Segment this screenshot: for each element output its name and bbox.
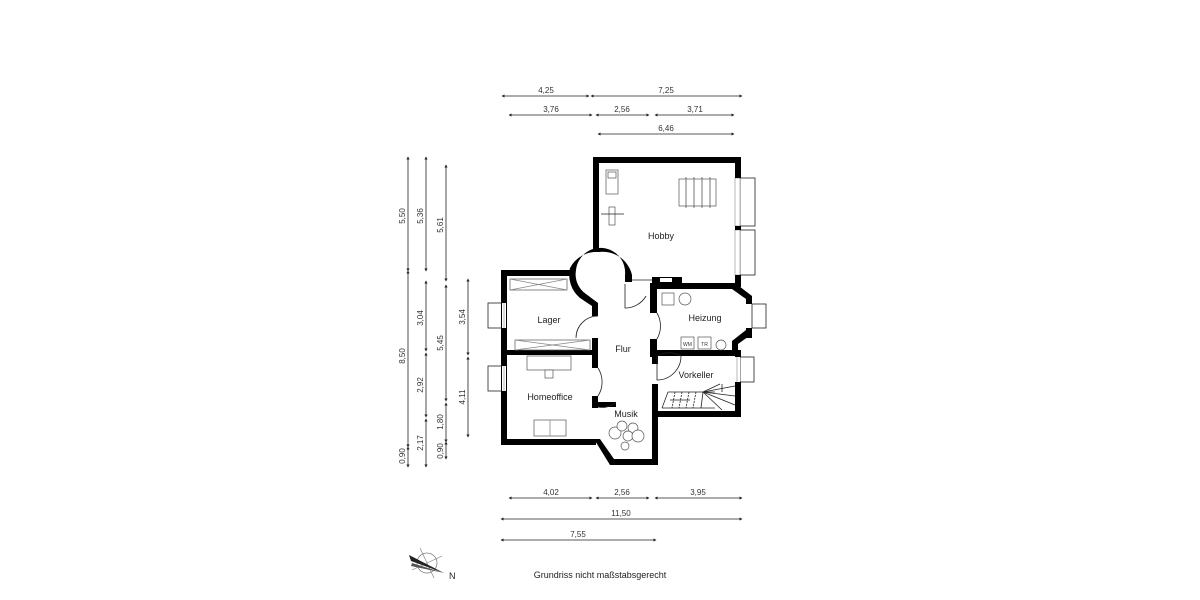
dim-top-2-2: 2,56 bbox=[614, 105, 630, 114]
dim-left-2-3: 2,92 bbox=[416, 377, 425, 393]
dim-left-3-1: 5,61 bbox=[436, 217, 445, 233]
dim-bottom-1-1: 4,02 bbox=[543, 488, 559, 497]
room-label-musik: Musik bbox=[614, 409, 638, 419]
dim-top-1-1: 4,25 bbox=[538, 86, 554, 95]
dim-left-2-1: 5,36 bbox=[416, 208, 425, 224]
dim-bottom-3-1: 7,55 bbox=[570, 530, 586, 539]
top-dimensions: 4,25 7,25 3,76 2,56 3,71 6,46 bbox=[501, 86, 743, 136]
windows bbox=[487, 177, 767, 392]
dim-bottom-1-2: 2,56 bbox=[614, 488, 630, 497]
dim-left-1-1: 5,50 bbox=[398, 208, 407, 224]
staircase bbox=[661, 383, 736, 411]
dim-top-1-2: 7,25 bbox=[658, 86, 674, 95]
dryer-label: TR bbox=[701, 342, 708, 348]
dim-left-4-2: 4,11 bbox=[458, 389, 467, 405]
dim-left-1-2: 8,50 bbox=[398, 348, 407, 364]
dim-left-4-1: 3,54 bbox=[458, 309, 467, 325]
dim-bottom-2-1: 11,50 bbox=[611, 509, 631, 518]
dim-left-3-3: 1,80 bbox=[436, 414, 445, 430]
room-labels: Hobby Lager Flur Heizung Vorkeller Homeo… bbox=[527, 231, 721, 419]
bottom-dimensions: 4,02 2,56 3,95 11,50 7,55 bbox=[500, 488, 743, 542]
dim-left-2-4: 2,17 bbox=[416, 435, 425, 451]
left-dimensions: 5,50 8,50 0,90 5,36 3,04 2,92 2,17 5,61 … bbox=[398, 156, 470, 468]
dim-top-2-1: 3,76 bbox=[543, 105, 559, 114]
compass-north-label: N bbox=[449, 571, 456, 581]
dim-left-2-2: 3,04 bbox=[416, 310, 425, 326]
room-label-heizung: Heizung bbox=[688, 313, 721, 323]
drum-kit-icon bbox=[608, 420, 645, 451]
scale-disclaimer-caption: Grundriss nicht maßstabsgerecht bbox=[534, 570, 667, 580]
dim-top-2-3: 3,71 bbox=[687, 105, 703, 114]
dim-left-3-4: 0,90 bbox=[436, 443, 445, 459]
dim-left-1-3: 0,90 bbox=[398, 448, 407, 464]
room-label-vorkeller: Vorkeller bbox=[678, 370, 713, 380]
dim-left-3-2: 5,45 bbox=[436, 335, 445, 351]
dim-top-3-1: 6,46 bbox=[658, 124, 674, 133]
room-label-flur: Flur bbox=[615, 344, 631, 354]
doors bbox=[575, 284, 682, 408]
room-label-lager: Lager bbox=[537, 315, 560, 325]
room-label-hobby: Hobby bbox=[648, 231, 675, 241]
walls bbox=[501, 157, 752, 465]
washer-label: WM bbox=[683, 342, 692, 348]
room-label-homeoffice: Homeoffice bbox=[527, 392, 572, 402]
furniture: WM TR bbox=[509, 169, 736, 451]
dim-bottom-1-3: 3,95 bbox=[690, 488, 706, 497]
compass-rose-icon: N bbox=[409, 547, 456, 581]
